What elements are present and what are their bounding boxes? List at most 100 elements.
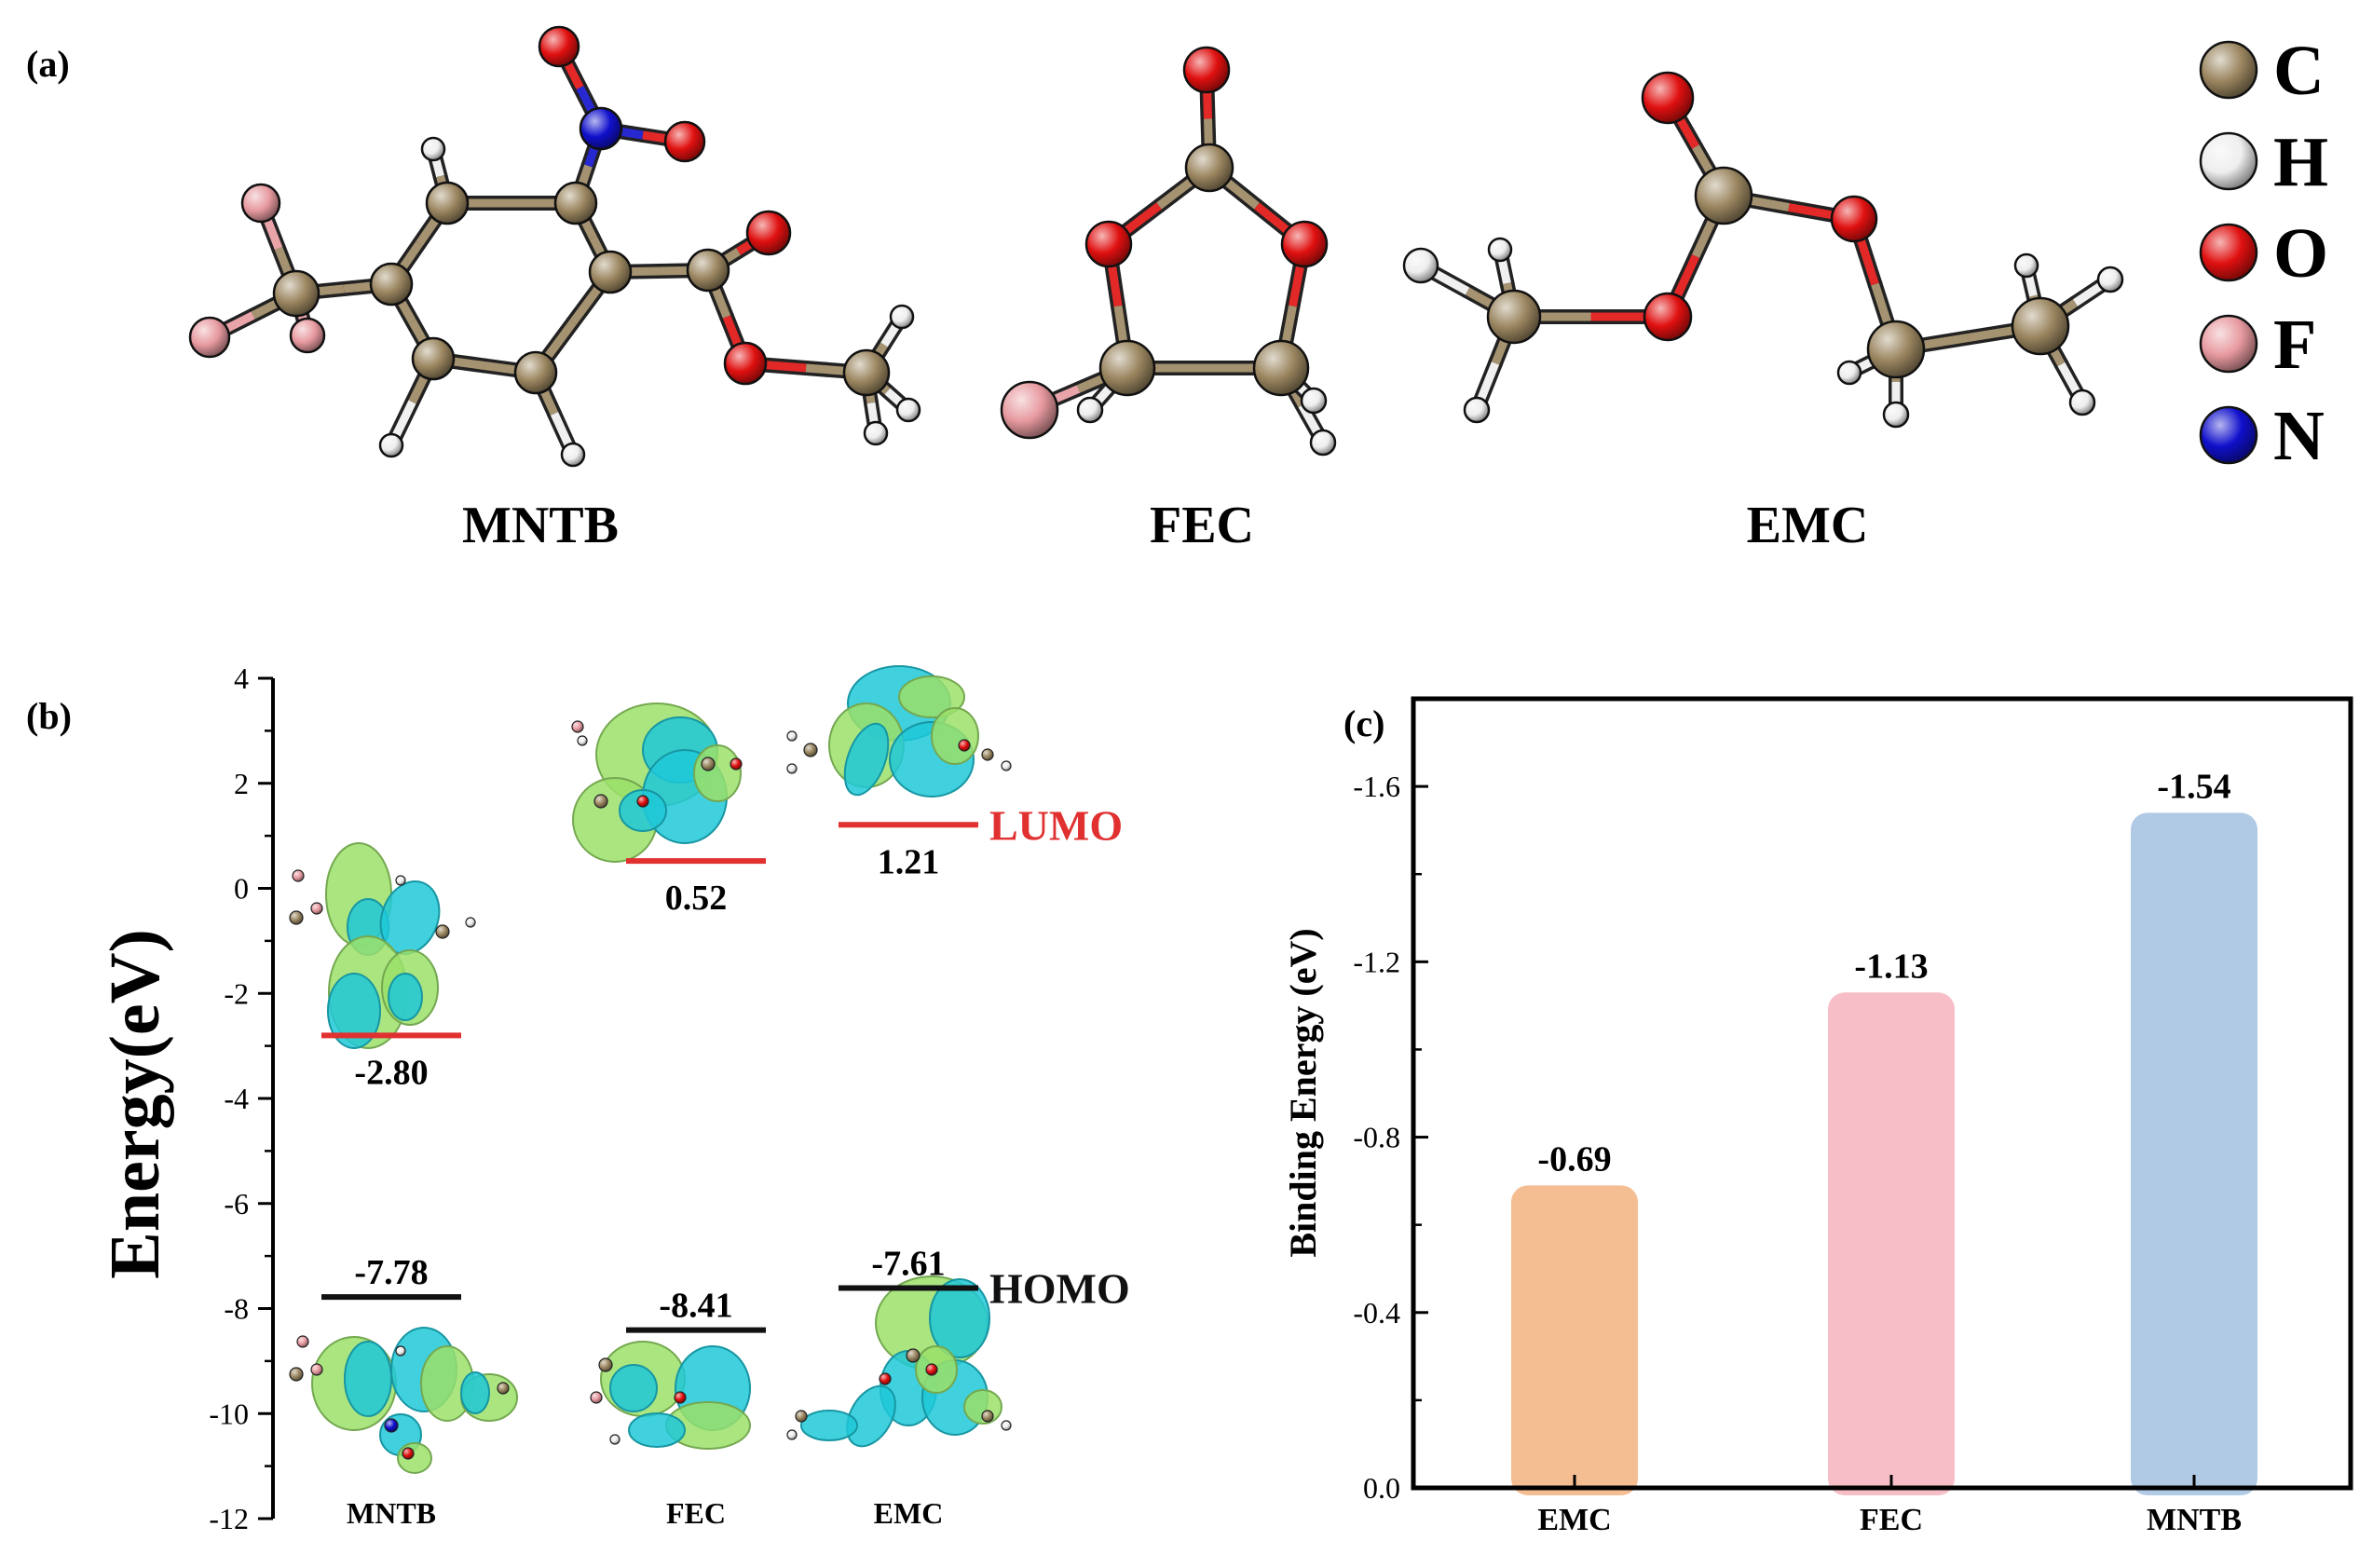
orbital-atom <box>958 739 971 752</box>
binding-category-label: EMC <box>1537 1503 1611 1537</box>
fec-atom <box>1309 429 1337 457</box>
legend-label-n: N <box>2273 397 2325 475</box>
orbital-atom <box>577 735 588 746</box>
binding-tick-label: -1.2 <box>1353 945 1400 978</box>
orbital-atom <box>384 1418 399 1433</box>
fec-atom <box>1252 339 1310 397</box>
orbital-isosurfaces <box>289 665 1012 1474</box>
orbital-atom <box>310 1363 323 1376</box>
panel-label-a: (a) <box>26 43 70 85</box>
binding-bar-emc <box>1511 1185 1638 1495</box>
emc-atom <box>1643 292 1693 342</box>
legend-label-h: H <box>2273 123 2328 201</box>
energy-tick-label: -8 <box>224 1292 249 1326</box>
binding-category-label: FEC <box>1860 1503 1923 1537</box>
homo-value-label: -8.41 <box>659 1287 732 1326</box>
emc-atom <box>1836 360 1862 386</box>
energy-tick-label: -12 <box>209 1502 249 1535</box>
emc-atom <box>1402 247 1439 284</box>
binding-energy-axis-title: Binding Energy (eV) <box>1282 928 1324 1257</box>
lumo-value-label: -2.80 <box>354 1053 428 1092</box>
binding-value-label: -0.69 <box>1537 1139 1611 1179</box>
orbital-lobe <box>931 707 979 765</box>
orbital-atom <box>497 1382 510 1395</box>
energy-category-label: MNTB <box>347 1496 436 1530</box>
orbital-atom <box>402 1447 415 1460</box>
homo-label: HOMO <box>989 1265 1130 1313</box>
binding-tick-label: -0.8 <box>1353 1121 1400 1154</box>
energy-tick-label: 0 <box>234 872 249 906</box>
fec-atom <box>1076 396 1104 424</box>
binding-bar-fec <box>1828 992 1955 1495</box>
orbital-atom <box>593 794 608 809</box>
legend-swatch-o <box>2199 223 2258 282</box>
orbital-atom <box>395 875 406 886</box>
orbital-atom <box>296 1335 309 1348</box>
orbital-atom <box>730 757 743 770</box>
emc-atom <box>1866 320 1926 379</box>
energy-tick-label: -6 <box>224 1187 249 1220</box>
molecule-label-fec: FEC <box>1150 497 1254 554</box>
fec-atom <box>1280 220 1329 268</box>
binding-category-label: MNTB <box>2147 1503 2242 1537</box>
orbital-lobe <box>929 1278 990 1358</box>
mntb-atom <box>411 336 456 381</box>
orbital-lobe <box>379 880 441 955</box>
orbital-atom <box>465 917 476 928</box>
legend-swatch-h <box>2199 131 2258 191</box>
orbital-atom <box>786 1429 798 1440</box>
orbital-atom <box>1001 1420 1012 1431</box>
emc-atom <box>2068 389 2096 416</box>
orbital-atom <box>795 1410 808 1423</box>
lumo-value-label: 1.21 <box>878 842 940 881</box>
energy-tick-label: 2 <box>234 767 249 800</box>
legend-label-f: F <box>2273 306 2316 384</box>
mntb-atom <box>272 269 320 318</box>
emc-atom <box>1882 401 1910 429</box>
binding-value-label: -1.13 <box>1854 947 1928 986</box>
mntb-atom <box>420 136 446 162</box>
orbital-atom <box>289 910 304 925</box>
orbital-atom <box>310 902 323 915</box>
fec-atom <box>1000 380 1059 440</box>
binding-tick-label: 0.0 <box>1363 1471 1400 1505</box>
orbital-atom <box>786 763 798 774</box>
orbital-lobe <box>628 1412 686 1448</box>
emc-atom <box>2096 266 2124 293</box>
legend-label-o: O <box>2273 214 2328 293</box>
legend-swatch-c <box>2199 40 2258 100</box>
orbital-atom <box>435 924 450 939</box>
orbital-atom <box>906 1348 921 1363</box>
orbital-atom <box>981 1410 994 1423</box>
fec-atom <box>1098 339 1156 397</box>
mntb-atom <box>588 250 633 294</box>
mntb-atom <box>686 248 730 293</box>
molecule-bonds <box>202 39 2118 462</box>
orbital-lobe <box>388 973 423 1021</box>
panel-label-c: (c) <box>1343 702 1384 744</box>
orbital-lobe <box>609 1364 658 1412</box>
orbital-lobe <box>693 744 742 802</box>
emc-atom <box>1694 166 1753 225</box>
orbital-atom <box>803 743 818 757</box>
orbital-atom <box>571 720 584 733</box>
lumo-label: LUMO <box>989 801 1123 849</box>
mntb-atom <box>842 348 891 397</box>
mntb-atom <box>745 210 792 256</box>
orbital-atom <box>786 730 798 742</box>
energy-tick-label: 4 <box>234 661 249 695</box>
mntb-atom <box>723 341 768 386</box>
orbital-lobe <box>344 1341 392 1417</box>
mntb-atom <box>560 442 586 468</box>
binding-value-label: -1.54 <box>2157 767 2230 806</box>
orbital-atom <box>674 1391 687 1404</box>
emc-atom <box>2013 252 2039 279</box>
orbital-atom <box>636 795 649 808</box>
orbital-atom <box>879 1372 892 1385</box>
legend-label-c: C <box>2273 32 2325 110</box>
binding-tick-label: -1.6 <box>1353 770 1400 803</box>
mntb-atom <box>889 304 915 330</box>
orbital-atom <box>590 1391 603 1404</box>
